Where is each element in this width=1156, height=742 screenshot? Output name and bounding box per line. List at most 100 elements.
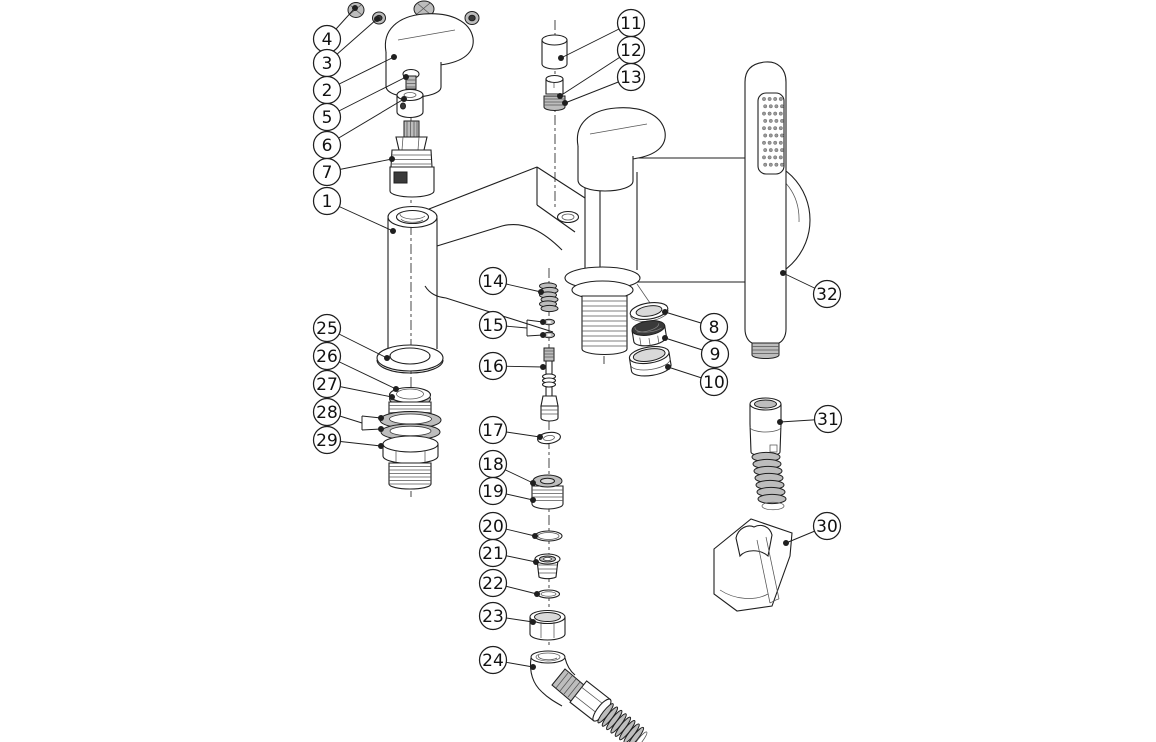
spray-dot (762, 127, 765, 130)
leader-line (327, 99, 404, 145)
callout-circle (480, 603, 507, 630)
callout-8: 8 (701, 314, 728, 341)
callout-circle (618, 64, 645, 91)
handle-part-2 (385, 14, 473, 97)
spring-part-14 (540, 283, 559, 312)
spray-dot (775, 163, 778, 166)
callout-number: 5 (322, 108, 333, 128)
leader-dot (530, 664, 536, 670)
washer-part-17 (537, 431, 561, 445)
leader-dot (557, 93, 563, 99)
callout-number: 23 (482, 607, 504, 627)
callout-1: 1 (314, 188, 341, 215)
callout-labels: 4325671252627282911121314151617181920212… (314, 10, 842, 674)
callout-13: 13 (618, 64, 645, 91)
leader-dot (540, 364, 546, 370)
callout-3: 3 (314, 50, 341, 77)
callout-31: 31 (815, 406, 842, 433)
callout-circle (314, 104, 341, 131)
leader-dot (562, 100, 568, 106)
leader-line (362, 416, 381, 418)
callout-17: 17 (480, 417, 507, 444)
adapter-part-21 (535, 554, 560, 579)
spray-dot (780, 134, 783, 137)
callout-number: 8 (709, 318, 720, 338)
spray-dot (774, 156, 777, 159)
callout-circle (480, 478, 507, 505)
callout-29: 29 (314, 427, 341, 454)
callout-28: 28 (314, 399, 341, 426)
callout-32: 32 (814, 281, 841, 308)
diverter-rod-part-16 (541, 348, 558, 421)
callout-number: 31 (817, 410, 839, 430)
callout-number: 26 (316, 347, 338, 367)
spray-dot (775, 119, 778, 122)
callout-circle (480, 647, 507, 674)
spray-dot (779, 97, 782, 100)
callout-23: 23 (480, 603, 507, 630)
spray-dot (762, 141, 765, 144)
spray-dot (774, 97, 777, 100)
callout-circle (314, 343, 341, 370)
callout-circle (480, 312, 507, 339)
spray-dot (768, 97, 771, 100)
spray-dot (768, 156, 771, 159)
callout-number: 4 (322, 30, 333, 50)
callout-circle (480, 540, 507, 567)
callout-number: 3 (322, 54, 333, 74)
spray-dot (769, 105, 772, 108)
aerator-insert-part-9 (631, 319, 668, 349)
leader-dot (384, 355, 390, 361)
leader-dot (662, 309, 668, 315)
callout-circle (314, 315, 341, 342)
callout-circle (480, 353, 507, 380)
callout-number: 24 (482, 651, 504, 671)
callout-number: 17 (482, 421, 504, 441)
spray-dot (768, 127, 771, 130)
spray-dot (762, 112, 765, 115)
leader-dot (389, 394, 395, 400)
leader-dot (540, 319, 546, 325)
callout-number: 10 (703, 373, 725, 393)
spray-dot (769, 148, 772, 151)
callout-circle (314, 371, 341, 398)
spray-dot (764, 105, 767, 108)
leader-dot (374, 16, 380, 22)
callout-22: 22 (480, 570, 507, 597)
fixing-kit (377, 345, 443, 489)
leader-dot (537, 434, 543, 440)
callout-19: 19 (480, 478, 507, 505)
handset-part-32 (745, 62, 786, 359)
callout-number: 2 (322, 81, 333, 101)
callout-number: 20 (482, 517, 504, 537)
spray-dot (762, 156, 765, 159)
centerlines (411, 16, 604, 648)
callout-number: 29 (316, 431, 338, 451)
spray-dot (775, 148, 778, 151)
tail-threads (582, 301, 627, 346)
leader-dot (530, 619, 536, 625)
callout-10: 10 (701, 369, 728, 396)
leader-dot (389, 156, 395, 162)
spray-dot (774, 112, 777, 115)
cartridge-part-7 (390, 121, 434, 197)
callout-2: 2 (314, 77, 341, 104)
callout-circle (815, 406, 842, 433)
callout-number: 32 (816, 285, 838, 305)
leader-dot (378, 443, 384, 449)
spray-dot (780, 148, 783, 151)
spray-dot (764, 134, 767, 137)
callout-number: 25 (316, 319, 338, 339)
leader-dot (665, 364, 671, 370)
spray-dot (779, 141, 782, 144)
callout-7: 7 (314, 159, 341, 186)
aerator-washer-part-8 (629, 300, 669, 324)
leader-dot (530, 497, 536, 503)
callout-12: 12 (618, 37, 645, 64)
callout-number: 7 (322, 163, 333, 183)
callout-circle (814, 281, 841, 308)
callout-27: 27 (314, 371, 341, 398)
leader-dot (401, 96, 407, 102)
spray-dot (768, 112, 771, 115)
spray-dot (764, 163, 767, 166)
